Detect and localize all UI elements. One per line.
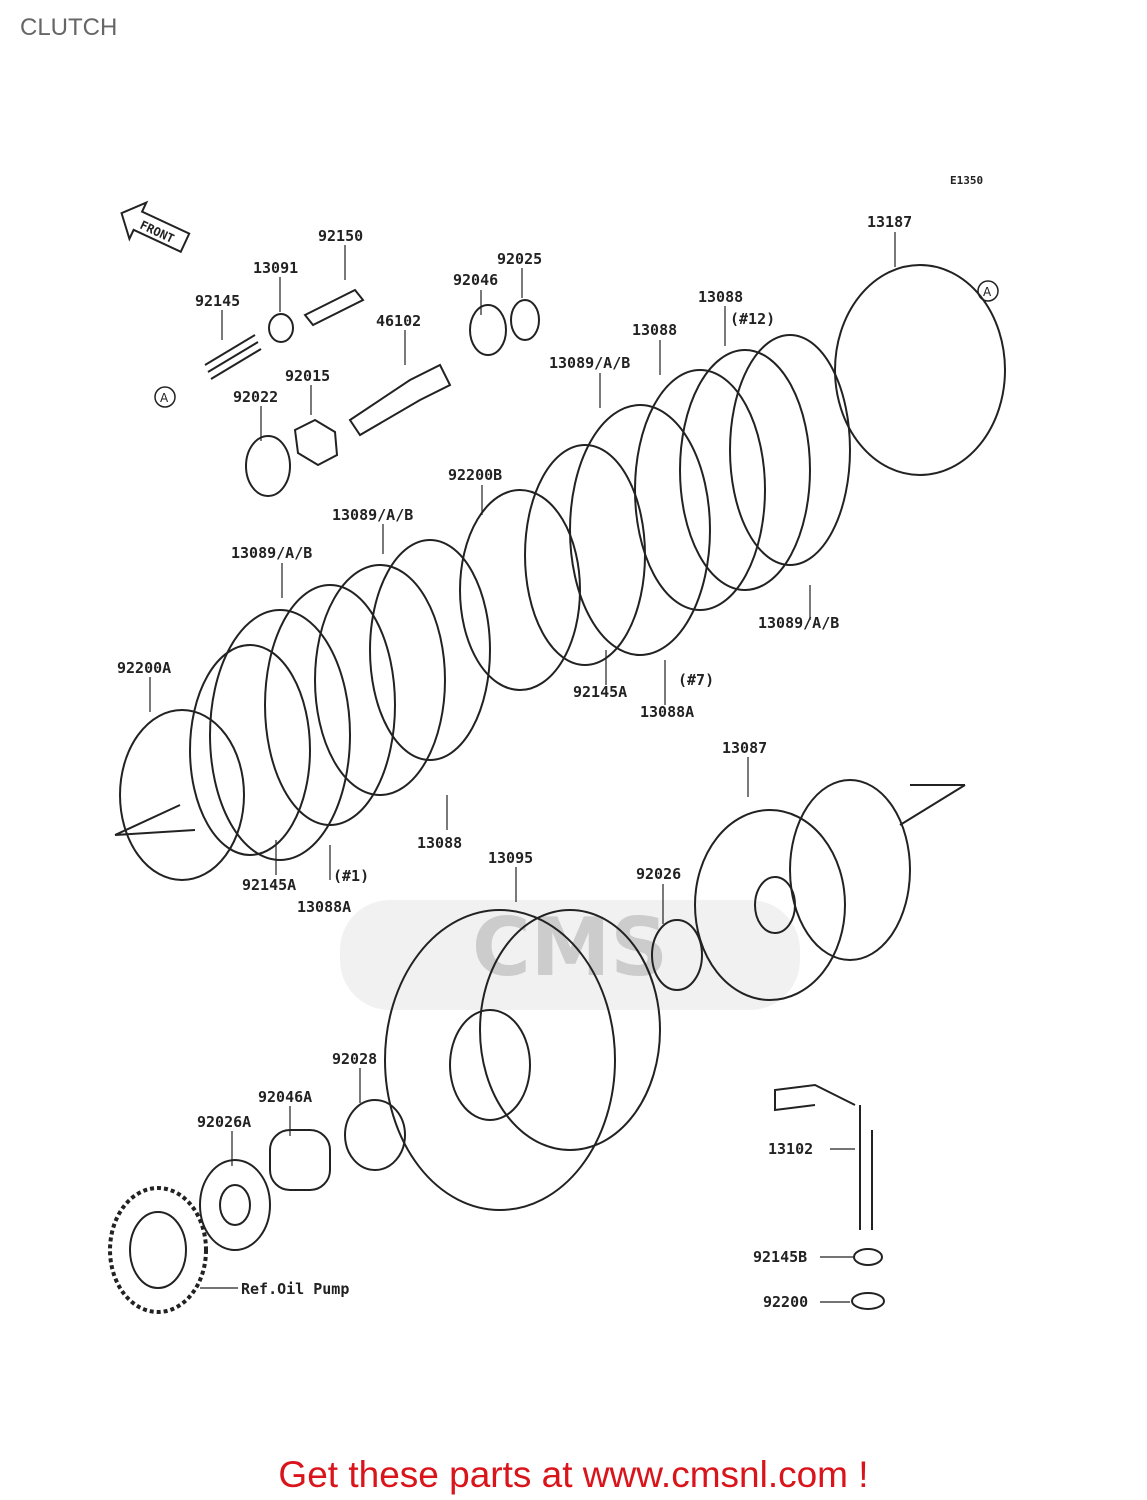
pusher-46102 [348, 363, 452, 437]
oil-pump-gear [108, 1186, 208, 1314]
part-label[interactable]: 13088 [698, 288, 744, 306]
front-arrow-icon: FRONT [120, 200, 191, 254]
wire-ring-92200A [119, 709, 245, 881]
part-label[interactable]: 13089/A/B [758, 614, 840, 632]
watermark-text: CMS [472, 901, 668, 994]
part-label[interactable]: 92046 [453, 271, 499, 289]
ref-marker-a-left: A [154, 386, 176, 408]
page-title: CLUTCH [20, 14, 118, 41]
watermark-logo [340, 900, 800, 1010]
washer-92026A [199, 1159, 271, 1251]
svg-text:A: A [983, 285, 992, 299]
part-label[interactable]: 92145B [753, 1248, 808, 1266]
part-label[interactable]: 92022 [233, 388, 279, 406]
clutch-exploded-diagram: CMS FRONT A A [108, 200, 1006, 1314]
clutch-housing-13095 [384, 909, 616, 1211]
part-label[interactable]: 13102 [768, 1140, 814, 1158]
part-label[interactable]: 92026A [197, 1113, 252, 1131]
release-shaft-13102 [774, 1083, 873, 1230]
diagram-code: E1350 [950, 174, 984, 187]
spring-92145 [204, 334, 262, 380]
part-label[interactable]: 92200A [117, 659, 172, 677]
washer-92026 [651, 919, 703, 991]
part-label[interactable]: 46102 [376, 312, 422, 330]
part-label: (#1) [333, 867, 370, 885]
footer-promo-link[interactable]: Get these parts at www.cmsnl.com ! [278, 1454, 869, 1495]
part-label[interactable]: 92145A [242, 876, 297, 894]
part-label[interactable]: 92025 [497, 250, 543, 268]
part-label[interactable]: 13095 [488, 849, 534, 867]
part-label: (#12) [730, 310, 776, 328]
pressure-plate-13187 [834, 264, 1006, 476]
part-label[interactable]: 92046A [258, 1088, 313, 1106]
washer-13091 [268, 313, 294, 343]
ref-marker-a-right: A [977, 280, 999, 302]
needle-bearing-92046A [269, 1129, 331, 1191]
part-label[interactable]: 92145A [573, 683, 628, 701]
part-label[interactable]: 13088 [417, 834, 463, 852]
part-label[interactable]: 13089/A/B [332, 506, 414, 524]
washer-92022 [245, 435, 291, 497]
part-label[interactable]: 92015 [285, 367, 331, 385]
part-label[interactable]: 13088A [640, 703, 695, 721]
part-label[interactable]: 92150 [318, 227, 364, 245]
washer-92200 [851, 1292, 885, 1310]
part-label[interactable]: 13089/A/B [231, 544, 313, 562]
part-label[interactable]: 92026 [636, 865, 682, 883]
part-label[interactable]: 13187 [867, 213, 913, 231]
part-label[interactable]: 92200B [448, 466, 503, 484]
part-label: (#7) [678, 671, 715, 689]
seal-92145B [853, 1248, 883, 1266]
part-label[interactable]: 13089/A/B [549, 354, 631, 372]
part-label[interactable]: 13091 [253, 259, 299, 277]
svg-text:A: A [160, 391, 169, 405]
ref-oil-pump-label: Ref.Oil Pump [241, 1280, 350, 1298]
nut-92015 [293, 418, 339, 467]
part-label[interactable]: 13088A [297, 898, 352, 916]
part-label[interactable]: 92145 [195, 292, 241, 310]
clutch-hub-13087 [694, 809, 846, 1001]
bearing-92046 [469, 304, 507, 356]
sleeve-92028 [344, 1099, 406, 1171]
part-label[interactable]: 13088 [632, 321, 678, 339]
washer-92025 [510, 299, 540, 341]
part-label[interactable]: 92028 [332, 1050, 378, 1068]
part-label[interactable]: 92200 [763, 1293, 809, 1311]
bolt-92150 [303, 288, 365, 327]
wire-ring-92200B [459, 489, 581, 691]
part-label[interactable]: 13087 [722, 739, 768, 757]
